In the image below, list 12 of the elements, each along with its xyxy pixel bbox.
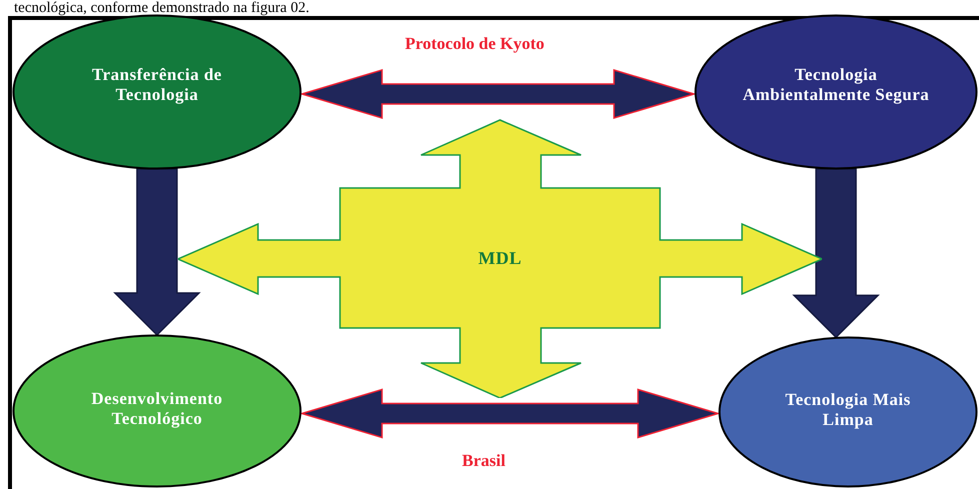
arrow-label: Protocolo de Kyoto bbox=[405, 34, 544, 54]
arrow-label: Brasil bbox=[462, 451, 506, 471]
node-label: MDL bbox=[478, 248, 522, 268]
block-arrow bbox=[792, 168, 880, 338]
node-label: Tecnologia Ambientalmente Segura bbox=[742, 65, 930, 105]
node-label: Transferência de Tecnologia bbox=[91, 65, 223, 105]
page-text-fragment: tecnológica, conforme demonstrado na figura 02. bbox=[14, 0, 310, 17]
block-arrow bbox=[113, 168, 201, 336]
double-block-arrow bbox=[299, 69, 697, 119]
double-block-arrow bbox=[299, 388, 721, 438]
node-label: Desenvolvimento Tecnológico bbox=[90, 389, 224, 429]
node-label: Tecnologia Mais Limpa bbox=[784, 390, 912, 430]
